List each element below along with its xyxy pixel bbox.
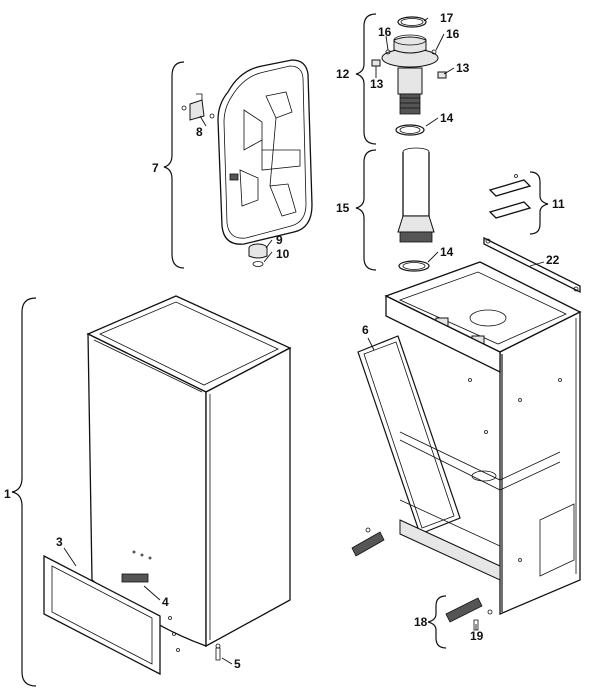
- callout-14b: 14: [440, 245, 454, 259]
- callout-15: 15: [336, 201, 350, 215]
- callout-12: 12: [336, 67, 350, 81]
- brace-group-15: [355, 149, 377, 271]
- top-plates: [488, 174, 532, 219]
- callout-14a: 14: [440, 111, 454, 125]
- callout-22: 22: [546, 253, 560, 267]
- flue-pipe: [397, 147, 435, 243]
- callout-13a: 13: [370, 77, 384, 91]
- callout-7: 7: [152, 161, 159, 175]
- vessel-bracket: [181, 93, 215, 121]
- gasket: [357, 335, 461, 535]
- leader-lines: [63, 17, 545, 665]
- brace-group-7: [163, 61, 185, 269]
- callout-6: 6: [362, 323, 369, 337]
- brace-group-1: [11, 297, 37, 687]
- callout-4: 4: [162, 595, 169, 609]
- brace-group-11: [529, 171, 549, 235]
- cover-screw: [215, 643, 221, 661]
- brace-group-18: [427, 595, 447, 649]
- callout-13b: 13: [456, 61, 470, 75]
- flue-adaptor: [371, 34, 447, 115]
- vessel-washer: [252, 261, 264, 267]
- callout-18: 18: [414, 615, 428, 629]
- front-cover: [43, 554, 180, 676]
- brace-group-12: [355, 13, 377, 145]
- gas-valve-bracket: [445, 597, 493, 623]
- casing: [86, 295, 292, 648]
- bracket-screw: [473, 619, 479, 631]
- flue-seal-lower: [398, 260, 430, 272]
- expansion-vessel: [217, 59, 313, 245]
- chassis-frame: [384, 261, 582, 615]
- callout-17: 17: [440, 11, 454, 25]
- flue-seal-upper: [395, 124, 425, 136]
- callout-16b: 16: [446, 27, 460, 41]
- callout-3: 3: [56, 535, 63, 549]
- callout-1: 1: [4, 487, 11, 501]
- flue-top-seal: [397, 16, 427, 28]
- callout-11: 11: [552, 197, 565, 211]
- callout-9: 9: [276, 233, 283, 247]
- callout-8: 8: [196, 125, 203, 139]
- callout-5: 5: [234, 657, 241, 671]
- vessel-valve: [248, 243, 268, 259]
- chassis-clip: [351, 527, 385, 557]
- callout-16a: 16: [378, 25, 392, 39]
- callout-19: 19: [470, 629, 484, 643]
- callout-10: 10: [276, 247, 290, 261]
